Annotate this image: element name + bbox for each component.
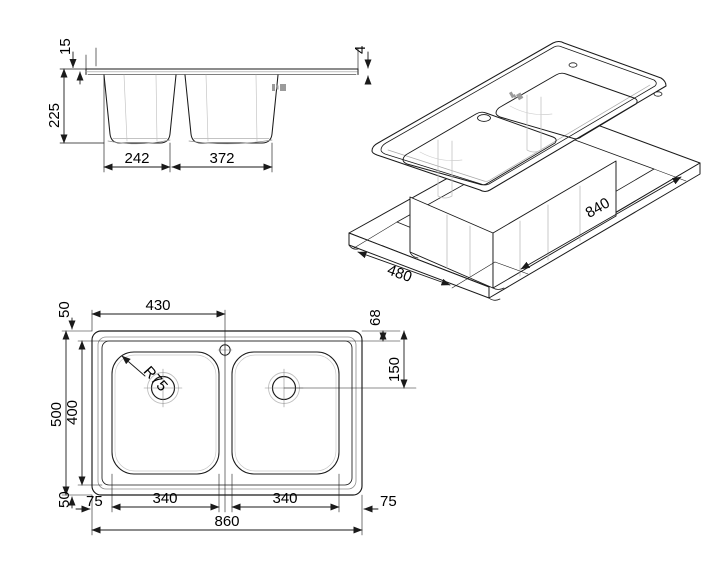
dim-bowl-depth: 225 [46,68,84,144]
dim-label-430: 430 [145,297,170,314]
dim-rim-to-bowl-top: 68 [367,309,387,342]
dim-label-15: 15 [57,38,74,55]
dim-top-margin: 50 [56,301,76,330]
dim-tap-hole-from-left: 430 [91,297,226,318]
brand-logo-mark-iso [509,91,524,101]
dim-label-400: 400 [64,400,81,425]
dim-bowl-right-span: 340 [231,490,340,511]
dim-bowl-left-span: 340 [111,490,220,511]
dim-overall-width: 860 [91,513,363,534]
dim-label-242: 242 [124,150,149,167]
dim-rim-thickness-left: 15 [57,38,77,68]
iso-tap-hole [477,114,491,122]
iso-overflow-hole [568,62,663,97]
dim-label-50-top: 50 [56,301,73,318]
dim-label-340-right: 340 [272,490,297,507]
dim-drain-centre-from-top: 150 [386,330,408,389]
dim-right-margin: 75 [363,493,397,513]
dim-bowl-left-width: 242 [103,150,171,171]
dim-label-75-right: 75 [380,493,397,510]
plan-bowl-right [231,351,340,475]
dim-label-860: 860 [214,513,239,530]
dim-bowl-right-width: 372 [171,150,273,171]
section-view: 15 4 225 242 372 [46,38,372,173]
section-rim [85,68,359,75]
dim-label-500: 500 [48,402,65,427]
dim-cutout-depth: 480 [353,221,496,289]
dim-label-75-left: 75 [86,493,103,510]
dim-bowl-depth-inner: 400 [64,340,86,486]
dim-label-68: 68 [367,309,384,326]
dim-label-225: 225 [46,103,63,128]
section-bowl-right [184,74,279,145]
dim-left-margin: 75 [75,493,103,513]
dim-rim-thickness-right: 4 [352,46,372,85]
section-bowl-left [103,74,177,145]
dim-label-150: 150 [386,357,403,382]
dim-label-50-bottom: 50 [56,491,73,508]
iso-bowl-right [495,72,638,153]
dim-label-372: 372 [209,150,234,167]
isometric-view: 840 480 [348,40,701,301]
iso-sink-flange [371,40,667,193]
brand-logo-mark-section [272,84,286,91]
plan-view: R75 430 50 [48,297,417,536]
plan-bowl-left [111,351,220,475]
dim-label-340-left: 340 [152,490,177,507]
plan-drain-left [143,368,183,408]
dim-overall-depth: 500 [48,330,70,496]
dim-label-4: 4 [352,46,369,54]
dim-bottom-margin: 50 [56,491,76,509]
iso-bowl-left [402,111,557,199]
